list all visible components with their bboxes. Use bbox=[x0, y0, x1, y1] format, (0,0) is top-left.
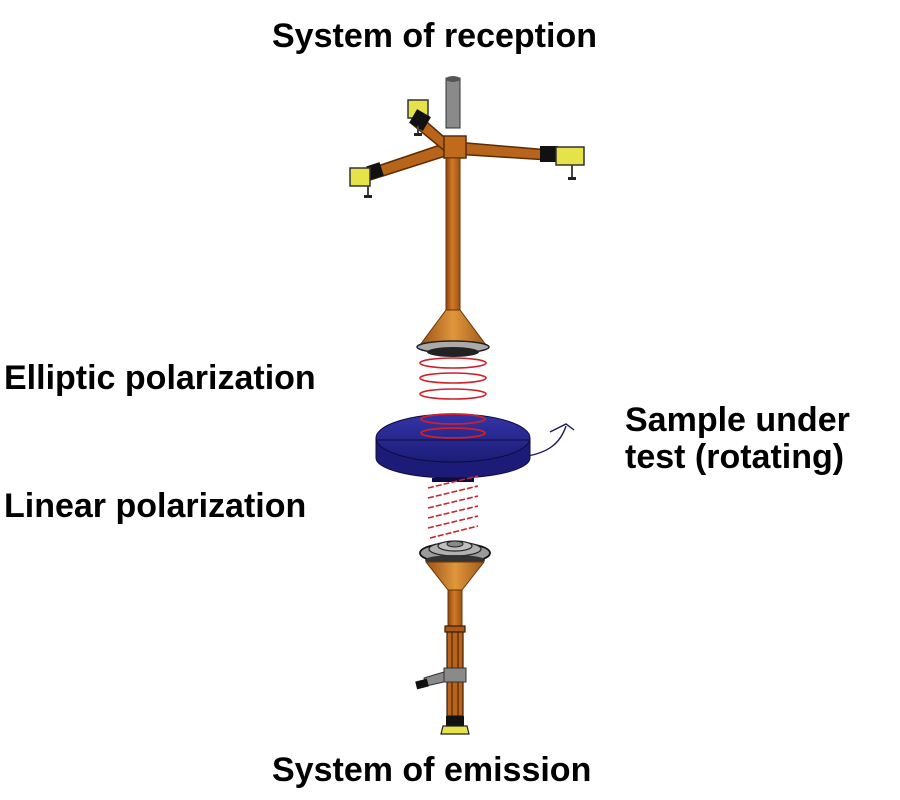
sensor-left bbox=[349, 162, 384, 198]
reception-system-label: System of reception bbox=[272, 17, 597, 55]
linear-wave bbox=[427, 475, 479, 539]
sample-label-line1: Sample under bbox=[625, 401, 850, 439]
emitter-assembly bbox=[415, 540, 491, 735]
sensor-right bbox=[540, 146, 585, 180]
receiver-hub bbox=[443, 135, 467, 159]
sample-label-line2: test (rotating) bbox=[625, 437, 845, 476]
elliptic-wave bbox=[419, 357, 487, 400]
sample-disk bbox=[375, 413, 531, 482]
receiver-horn bbox=[416, 309, 490, 357]
emitter-horn bbox=[419, 540, 491, 591]
emitter-side-connector bbox=[415, 667, 467, 690]
rotation-arrow-icon bbox=[527, 423, 575, 457]
receiver-mast bbox=[445, 157, 461, 311]
emitter-collar bbox=[444, 625, 466, 633]
receiver-assembly bbox=[349, 76, 585, 357]
emitter-base bbox=[440, 716, 470, 735]
linear-polarization-label: Linear polarization bbox=[4, 487, 307, 525]
elliptic-polarization-label: Elliptic polarization bbox=[4, 359, 316, 397]
sample-label: Sample under test (rotating) bbox=[625, 402, 850, 475]
sensor-back bbox=[407, 99, 431, 136]
top-cylinder bbox=[445, 76, 461, 129]
wave-inside-disk bbox=[420, 413, 486, 425]
emitter-mast-upper bbox=[447, 589, 463, 627]
emission-system-label: System of emission bbox=[272, 751, 592, 789]
